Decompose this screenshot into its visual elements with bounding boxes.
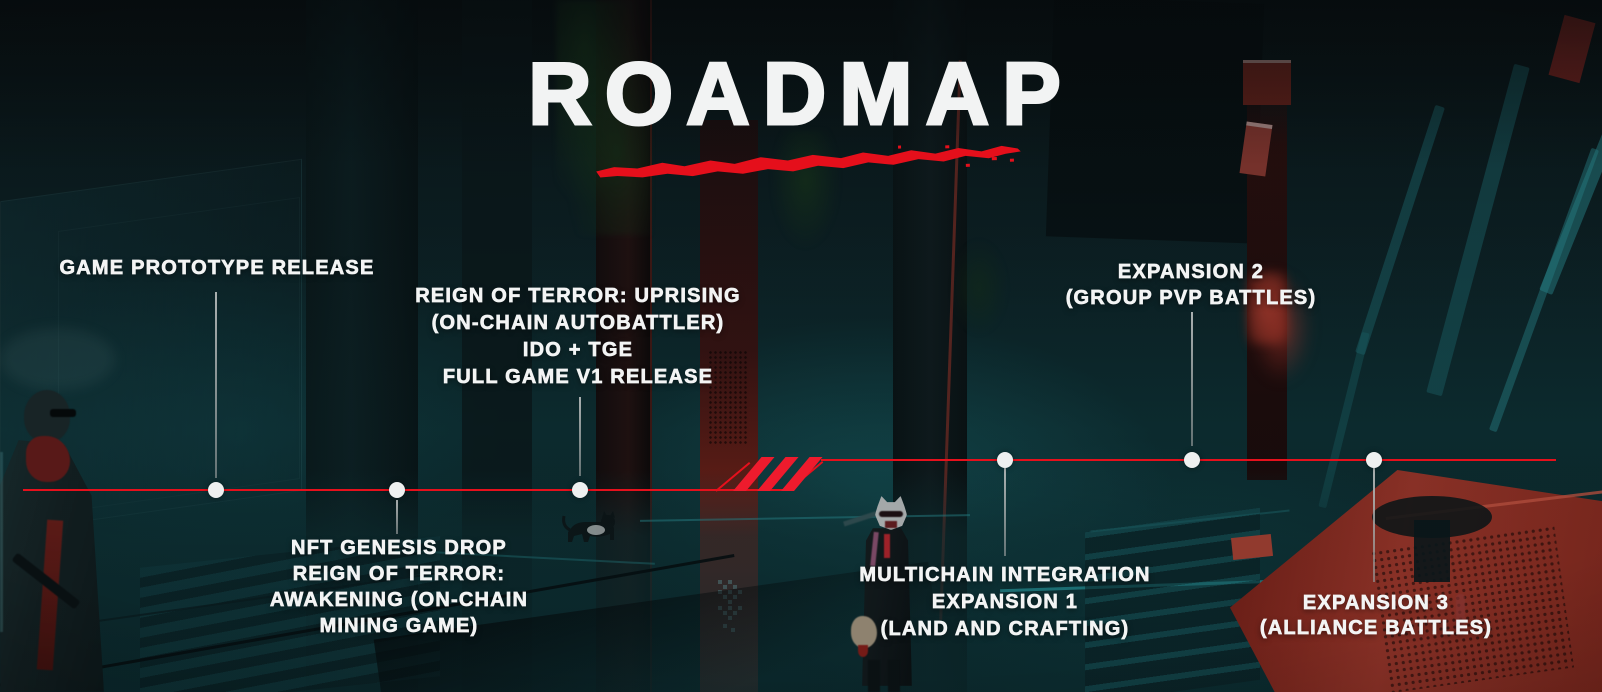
milestone-text-line: NFT GENESIS DROP (291, 537, 507, 560)
timeline-line-left (23, 489, 790, 491)
timeline-dot-game-prototype (208, 482, 224, 498)
table-leg (1414, 520, 1450, 582)
milestone-text-line: EXPANSION 2 (1117, 261, 1265, 284)
sunglasses (50, 409, 76, 417)
milestone-text-line: REIGN OF TERROR: (292, 563, 506, 586)
milestone-text-line: (ON-CHAIN AUTOBATTLER) (431, 312, 725, 335)
milestone-text-line: GAME PROTOTYPE RELEASE (59, 257, 375, 280)
milestone-text-line: MULTICHAIN INTEGRATION (859, 564, 1151, 587)
milestone-text-line: REIGN OF TERROR: UPRISING (415, 285, 741, 308)
hanging-vines (948, 235, 1010, 340)
timeline-dot-expansion-2 (1184, 452, 1200, 468)
mask-mouth (885, 521, 897, 528)
milestone-text-line: EXPANSION 3 (1302, 592, 1450, 615)
mask-eyes (879, 511, 903, 517)
milestone-text-line: (LAND AND CRAFTING) (880, 618, 1130, 641)
smoke-wisp (0, 328, 115, 390)
timeline-dot-multichain (997, 452, 1013, 468)
timeline-dot-uprising (572, 482, 588, 498)
milestone-text-line: EXPANSION 1 (931, 591, 1079, 614)
milestone-label-expansion-2: EXPANSION 2 (GROUP PVP BATTLES) (1065, 259, 1317, 311)
connector-multichain (1004, 468, 1006, 556)
milestone-label-expansion-3: EXPANSION 3 (ALLIANCE BATTLES) (1259, 591, 1493, 641)
milestone-text-line: (GROUP PVP BATTLES) (1065, 287, 1317, 310)
page-title: ROADMAP (527, 44, 1074, 143)
connector-game-prototype (215, 292, 217, 478)
left-character-rimlight (0, 452, 3, 632)
milestone-text-line: IDO + TGE (522, 339, 634, 362)
connector-expansion-3 (1373, 468, 1375, 582)
milestone-text-line: FULL GAME V1 RELEASE (442, 366, 714, 389)
red-bench (1230, 533, 1274, 561)
cat-silhouette (562, 511, 615, 542)
connector-nft-genesis (396, 500, 398, 534)
milestone-label-game-prototype: GAME PROTOTYPE RELEASE (59, 255, 375, 281)
pillar-cap (1243, 60, 1291, 105)
red-tie (884, 534, 890, 558)
character-leg (888, 660, 900, 692)
connector-expansion-2 (1191, 312, 1193, 446)
character-leg (868, 660, 880, 692)
milestone-label-nft-genesis: NFT GENESIS DROP REIGN OF TERROR: AWAKEN… (269, 535, 529, 639)
timeline-dot-expansion-3 (1366, 452, 1382, 468)
connector-uprising (579, 397, 581, 476)
timeline-dot-nft-genesis (389, 482, 405, 498)
milestone-text-line: MINING GAME) (319, 615, 479, 638)
background-dark-slab (1045, 0, 1265, 244)
red-scarf (26, 436, 70, 482)
blood-drip (858, 645, 868, 657)
milestone-label-multichain: MULTICHAIN INTEGRATION EXPANSION 1 (LAND… (859, 562, 1150, 643)
milestone-label-uprising: REIGN OF TERROR: UPRISING (ON-CHAIN AUTO… (415, 283, 741, 391)
milestone-text-line: (ALLIANCE BATTLES) (1259, 617, 1493, 640)
milestone-text-line: AWAKENING (ON-CHAIN (269, 589, 529, 612)
